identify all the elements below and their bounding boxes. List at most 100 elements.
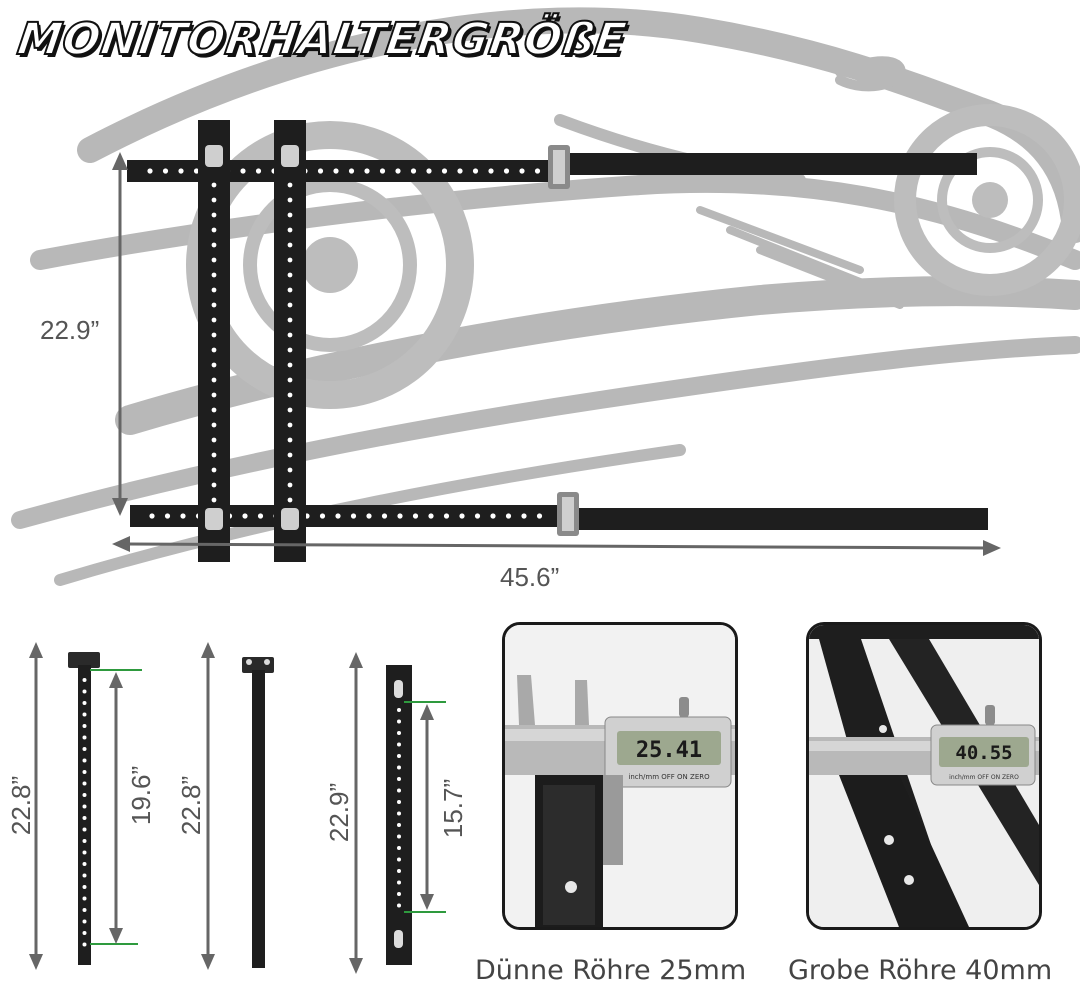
mount-hole <box>397 846 401 850</box>
mount-hole <box>287 197 293 203</box>
mount-hole <box>211 437 217 443</box>
mount-hole <box>397 777 401 781</box>
mount-hole <box>211 197 217 203</box>
mount-hole <box>457 168 463 174</box>
mount-hole <box>317 168 324 174</box>
mount-hole <box>287 467 293 473</box>
mount-hole <box>82 885 87 889</box>
mount-hole <box>82 793 87 797</box>
mount-hole <box>381 513 388 519</box>
mount-hole <box>441 168 448 174</box>
arm-inner-arrow <box>109 672 123 944</box>
mount-hole <box>397 892 401 896</box>
mount-hole <box>82 839 87 843</box>
mount-hole <box>82 781 87 786</box>
arm-total-arrow <box>29 642 43 970</box>
mount-hole <box>287 272 293 278</box>
mount-hole <box>287 482 293 488</box>
mount-hole <box>193 168 200 174</box>
caption-thick-tube: Grobe Röhre 40mm <box>788 955 1053 986</box>
mount-hole <box>82 701 87 705</box>
mount-hole <box>287 287 293 293</box>
mount-hole <box>162 168 169 174</box>
mount-hole <box>180 513 186 519</box>
mount-hole <box>147 168 153 174</box>
mount-hole <box>287 407 293 413</box>
mount-hole <box>364 168 370 174</box>
mount-hole <box>428 513 434 519</box>
mount-hole <box>82 758 87 763</box>
caliper-photo-thin: 25.41 inch/mm OFF ON ZERO <box>502 622 738 930</box>
mount-hole <box>287 182 293 188</box>
mount-hole <box>412 513 419 519</box>
mount-hole <box>211 272 217 278</box>
width-dimension-arrow <box>112 536 1001 556</box>
mount-hole <box>335 513 341 519</box>
mount-hole <box>149 513 155 519</box>
mount-hole <box>287 422 293 428</box>
mount-hole <box>211 227 217 233</box>
mount-hole <box>319 513 326 519</box>
mount-hole <box>82 747 87 751</box>
mount-hole <box>242 513 248 519</box>
mount-hole <box>211 287 217 293</box>
mount-hole <box>472 168 479 174</box>
mount-hole <box>287 392 293 398</box>
mount-hole <box>534 168 541 174</box>
mount-hole <box>211 497 217 503</box>
bar-inner-label: 15.7” <box>438 778 469 839</box>
mount-hole <box>397 754 401 758</box>
mount-hole <box>366 513 372 519</box>
mount-hole <box>211 392 217 398</box>
bar-inner-arrow <box>420 704 434 910</box>
mount-hole <box>211 317 217 323</box>
vertical-arm-left <box>198 120 230 562</box>
mount-hole <box>82 678 87 682</box>
mount-hole <box>287 227 293 233</box>
mount-hole <box>82 804 87 809</box>
individual-parts <box>29 642 446 974</box>
mount-hole <box>397 811 401 816</box>
arm-with-bracket-part <box>68 652 142 965</box>
mount-hole <box>211 362 217 368</box>
mount-hole <box>287 242 293 248</box>
mount-hole <box>82 862 87 866</box>
mount-hole <box>287 347 293 353</box>
mount-hole <box>178 168 184 174</box>
mount-hole <box>443 513 450 519</box>
mount-hole <box>459 513 465 519</box>
mount-hole <box>521 513 527 519</box>
mount-hole <box>240 168 246 174</box>
bar-total-label: 22.9” <box>324 782 355 843</box>
mount-hole <box>333 168 339 174</box>
mount-hole <box>397 513 403 519</box>
mount-hole <box>287 377 293 383</box>
mount-hole <box>211 407 217 413</box>
mount-hole <box>536 513 543 519</box>
mount-hole <box>82 827 87 832</box>
mount-hole <box>211 467 217 473</box>
tube-total-label: 22.8” <box>176 775 207 836</box>
mount-hole <box>211 302 217 308</box>
mount-hole <box>211 422 217 428</box>
mount-hole <box>82 735 87 740</box>
mount-hole <box>82 850 87 855</box>
mount-hole <box>82 712 87 717</box>
mount-hole <box>397 834 401 839</box>
plain-tube-part <box>242 657 274 968</box>
mount-hole <box>287 302 293 308</box>
mount-hole <box>490 513 496 519</box>
mount-hole <box>395 168 401 174</box>
frame-height-label: 22.9” <box>40 315 100 345</box>
mount-hole <box>397 823 401 827</box>
mount-hole <box>211 452 217 458</box>
top-rail <box>127 145 977 189</box>
mount-hole <box>82 919 87 924</box>
mount-hole <box>211 242 217 248</box>
mount-hole <box>397 903 401 908</box>
svg-text:25.41: 25.41 <box>636 738 702 763</box>
mount-hole <box>82 896 87 901</box>
mount-hole <box>255 168 262 174</box>
mount-hole <box>82 873 87 878</box>
